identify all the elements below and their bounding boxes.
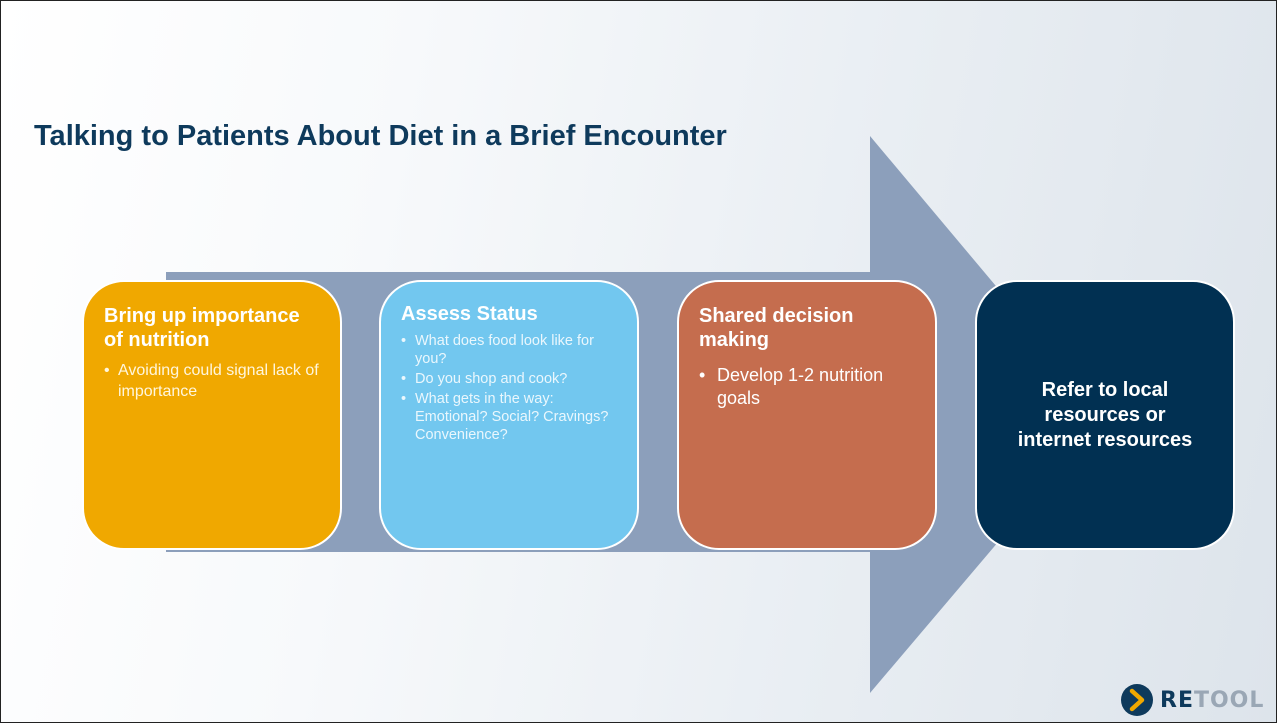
step-box-assess-status: Assess Status What does food look like f… (379, 280, 639, 550)
chevron-right-icon (1121, 684, 1153, 716)
step-box-shared-decision: Shared decision making Develop 1-2 nutri… (677, 280, 937, 550)
step-bullet: Do you shop and cook? (401, 370, 617, 388)
retool-logo: RETOOL (1120, 683, 1264, 717)
logo-text-accent: RE (1160, 687, 1194, 713)
logo-text-rest: TOOL (1193, 687, 1265, 713)
logo-text: RETOOL (1160, 688, 1264, 713)
step-heading: Shared decision making (699, 305, 854, 351)
step-heading: Bring up importance of nutrition (104, 305, 300, 351)
step-bullet: What gets in the way: Emotional? Social?… (401, 390, 617, 444)
step-bullet: Avoiding could signal lack of importance (104, 360, 320, 402)
step-bullet: What does food look like for you? (401, 332, 617, 368)
step-box-bring-up-nutrition: Bring up importance of nutrition Avoidin… (82, 280, 342, 550)
step-heading: Assess Status (401, 303, 538, 325)
step-bullets: Develop 1-2 nutrition goals (699, 364, 915, 410)
step-bullet: Develop 1-2 nutrition goals (699, 364, 915, 410)
step-heading: Refer to local resources or internet res… (1017, 378, 1193, 451)
step-box-refer-resources: Refer to local resources or internet res… (975, 280, 1235, 550)
step-bullets: What does food look like for you? Do you… (401, 332, 617, 444)
step-bullets: Avoiding could signal lack of importance (104, 360, 320, 402)
slide-title: Talking to Patients About Diet in a Brie… (34, 120, 727, 153)
